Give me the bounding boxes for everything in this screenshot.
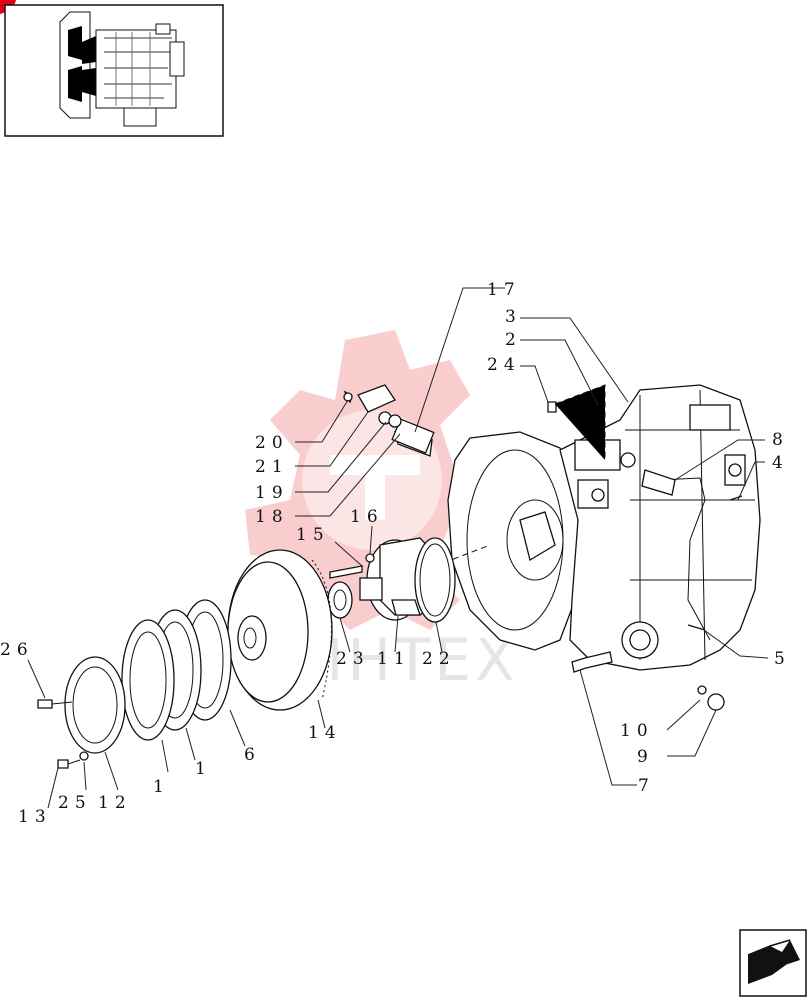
callout-21: 21	[255, 457, 289, 477]
callout-2: 2	[505, 330, 522, 350]
leader-lines	[27, 287, 769, 809]
callout-13: 13	[18, 807, 52, 827]
callout-23: 23	[336, 649, 370, 669]
callout-11: 11	[377, 649, 411, 669]
transmission-housing	[424, 384, 761, 671]
callout-22: 22	[422, 649, 456, 669]
callout-4: 4	[772, 453, 789, 473]
callout-7: 7	[638, 776, 655, 796]
callout-12: 12	[98, 793, 132, 813]
callout-labels: 17 3 2 24 8 4 20 21 19 18 15 16 26 23 11…	[0, 280, 791, 827]
filter-assembly	[343, 384, 435, 457]
bolts	[37, 651, 725, 769]
callout-17: 17	[487, 280, 521, 300]
callout-19: 19	[255, 483, 289, 503]
callout-16: 16	[350, 507, 384, 527]
callout-1a: 1	[195, 759, 212, 779]
transmission-thumbnail-icon[interactable]	[4, 4, 224, 137]
callout-3: 3	[505, 307, 522, 327]
callout-10: 10	[620, 721, 654, 741]
pump-assembly	[327, 537, 456, 623]
callout-1b: 1	[153, 777, 170, 797]
torque-converter	[227, 549, 333, 711]
callout-26: 26	[0, 640, 34, 660]
callout-8: 8	[772, 430, 789, 450]
callout-18: 18	[255, 507, 289, 527]
watermark-text: ИНТЕХ	[300, 626, 519, 694]
callout-20: 20	[255, 433, 289, 453]
callout-5: 5	[774, 649, 791, 669]
callout-6: 6	[244, 745, 261, 765]
callout-24: 24	[487, 355, 521, 375]
clutch-plates	[64, 599, 232, 754]
callout-15: 15	[296, 525, 330, 545]
next-page-arrow-icon[interactable]	[739, 929, 807, 997]
callout-14: 14	[308, 723, 342, 743]
callout-25: 25	[58, 793, 92, 813]
callout-9: 9	[637, 747, 654, 767]
